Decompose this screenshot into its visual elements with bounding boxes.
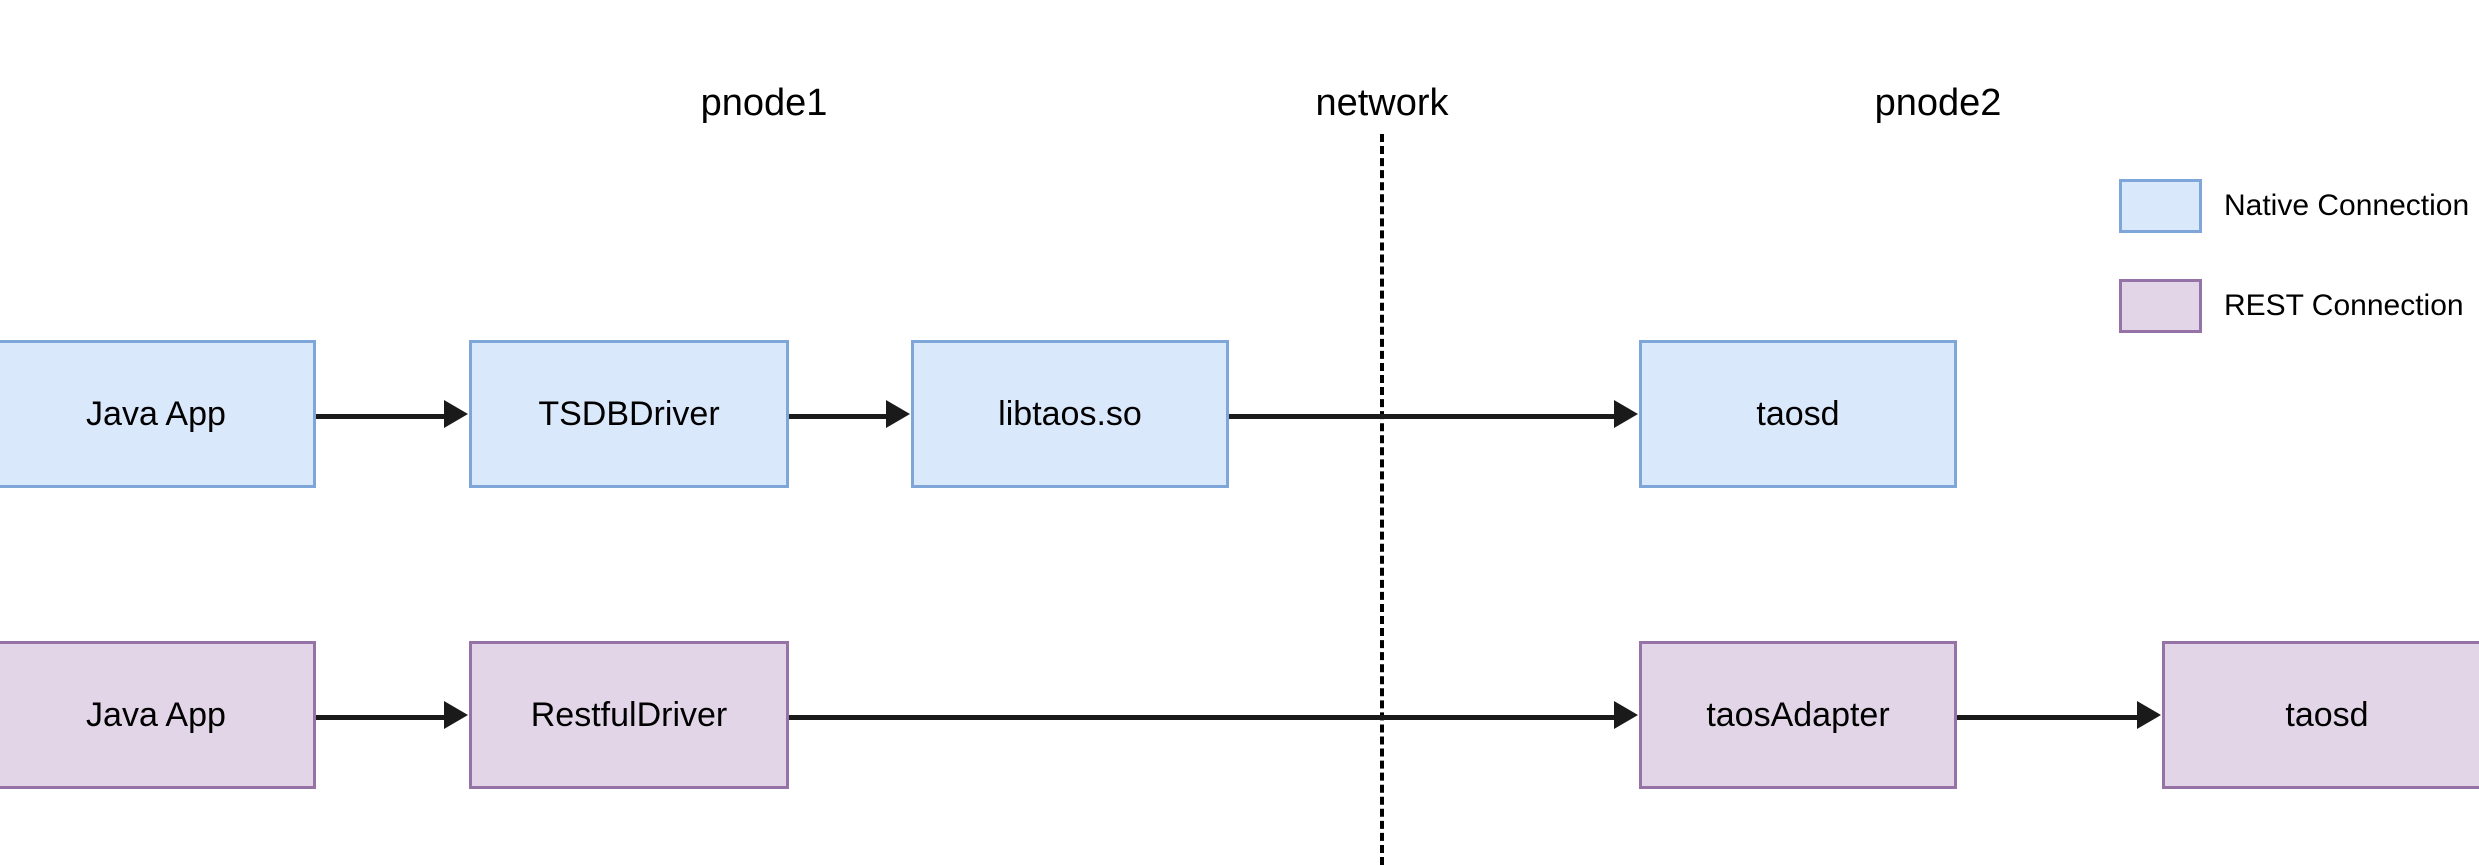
arrowhead-libtaos: [886, 400, 910, 428]
node-taosd-rest[interactable]: taosd: [2162, 641, 2479, 789]
node-restfuldriver[interactable]: RestfulDriver: [469, 641, 789, 789]
node-taosd-native[interactable]: taosd: [1639, 340, 1957, 488]
node-java-app-native[interactable]: Java App: [0, 340, 316, 488]
connector-javaapp-to-tsdbdriver: [316, 414, 444, 419]
network-boundary-divider: [1380, 134, 1384, 865]
legend-item-rest: REST Connection: [2119, 279, 2464, 333]
connector-taosadapter-to-taosd: [1957, 715, 2137, 720]
legend-label-rest: REST Connection: [2224, 289, 2464, 322]
connector-restfuldriver-to-taosadapter: [789, 715, 1614, 720]
legend-swatch-native-icon: [2119, 179, 2202, 233]
connector-libtaos-to-taosd: [1229, 414, 1614, 419]
node-tsdbdriver[interactable]: TSDBDriver: [469, 340, 789, 488]
node-java-app-rest[interactable]: Java App: [0, 641, 316, 789]
arrowhead-taosadapter: [1614, 701, 1638, 729]
legend-item-native: Native Connection: [2119, 179, 2469, 233]
column-header-network: network: [1315, 82, 1449, 124]
column-header-pnode1: pnode1: [700, 82, 828, 124]
arrowhead-taosd-rest: [2137, 701, 2161, 729]
legend-swatch-rest-icon: [2119, 279, 2202, 333]
arrowhead-taosd-native: [1614, 400, 1638, 428]
arrowhead-restfuldriver: [444, 701, 468, 729]
node-libtaos-so[interactable]: libtaos.so: [911, 340, 1229, 488]
connector-javaapp-to-restfuldriver: [316, 715, 444, 720]
arrowhead-tsdbdriver: [444, 400, 468, 428]
node-taosadapter[interactable]: taosAdapter: [1639, 641, 1957, 789]
column-header-pnode2: pnode2: [1874, 82, 2002, 124]
legend-label-native: Native Connection: [2224, 189, 2470, 222]
connector-tsdbdriver-to-libtaos: [789, 414, 886, 419]
